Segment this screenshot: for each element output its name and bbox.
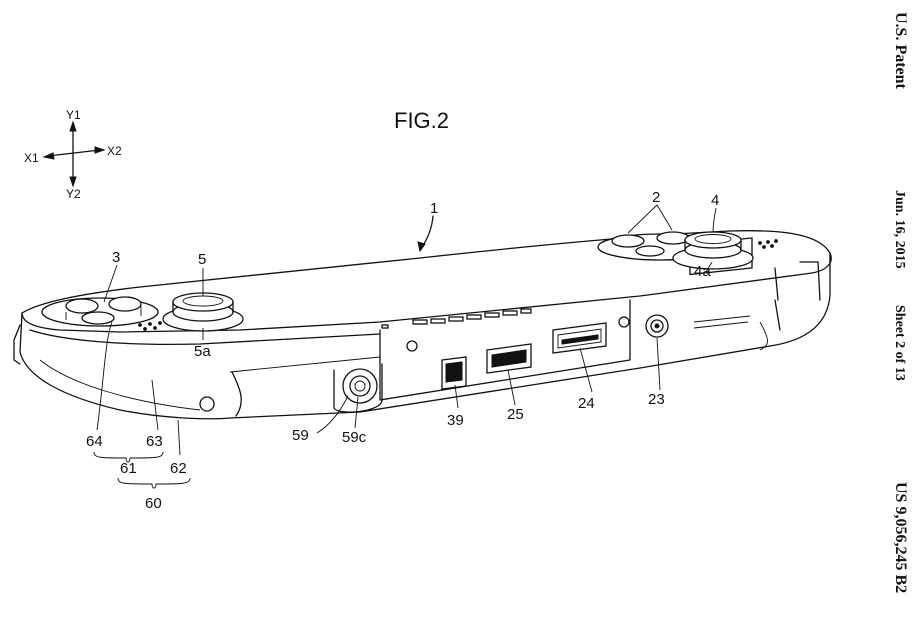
header-left: U.S. Patent — [892, 12, 909, 90]
label-4: 4 — [711, 192, 719, 209]
axis-label-y1: Y1 — [66, 108, 81, 122]
analog-stick-4 — [672, 231, 754, 270]
label-4a: 4a — [694, 263, 711, 280]
analog-stick-5 — [162, 292, 244, 332]
port-39 — [441, 356, 467, 390]
axes-indicator: Y1 Y2 X1 X2 — [24, 108, 122, 201]
label-5a: 5a — [194, 343, 211, 360]
label-60: 60 — [145, 495, 162, 512]
patent-header: U.S. Patent Jun. 16, 2015 Sheet 2 of 13 … — [892, 12, 909, 593]
label-59c: 59c — [342, 429, 367, 446]
header-date: Jun. 16, 2015 — [892, 190, 907, 269]
axis-label-x1: X1 — [24, 151, 39, 165]
label-24: 24 — [578, 395, 595, 412]
label-39: 39 — [447, 412, 464, 429]
label-25: 25 — [507, 406, 524, 423]
port-24 — [552, 322, 607, 354]
label-2: 2 — [652, 189, 660, 206]
header-number: US 9,056,245 B2 — [892, 482, 909, 593]
header-sheet: Sheet 2 of 13 — [892, 305, 907, 381]
label-23: 23 — [648, 391, 665, 408]
label-1: 1 — [430, 200, 438, 217]
label-64: 64 — [86, 433, 103, 450]
label-62: 62 — [170, 460, 187, 477]
label-61: 61 — [120, 460, 137, 477]
device-top-face — [21, 230, 832, 333]
direction-buttons-3 — [41, 296, 162, 331]
label-3: 3 — [112, 249, 120, 266]
axis-label-y2: Y2 — [66, 187, 81, 201]
vent-row — [381, 308, 532, 329]
jack-23 — [645, 314, 669, 338]
reference-numerals: 1 2 4 4a 3 5 5a 64 63 61 62 60 59 59c 39… — [86, 189, 719, 512]
socket-59 — [333, 363, 383, 413]
lanyard-hole — [199, 396, 215, 412]
axis-label-x2: X2 — [107, 144, 122, 158]
port-25 — [486, 343, 532, 374]
figure-title: FIG.2 — [394, 108, 449, 133]
device-front-face — [19, 252, 831, 420]
game-device — [13, 230, 832, 420]
leader-lines — [93, 204, 717, 489]
label-63: 63 — [146, 433, 163, 450]
label-5: 5 — [198, 251, 206, 268]
label-59: 59 — [292, 427, 309, 444]
